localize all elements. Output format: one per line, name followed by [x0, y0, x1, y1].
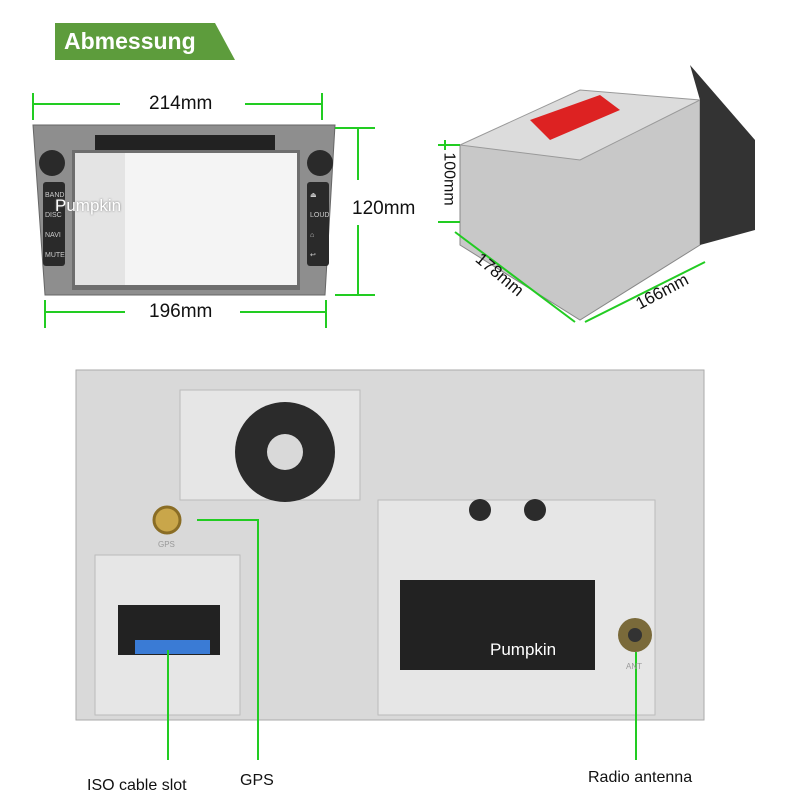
button-eject: ⏏ — [310, 192, 317, 199]
front-unit-image — [32, 124, 336, 296]
side-dimension-lines — [438, 140, 706, 323]
front-brand-watermark: Pumpkin — [55, 196, 122, 215]
gps-port-marking: GPS — [158, 540, 175, 549]
button-disc: DISC — [45, 212, 62, 219]
button-navi: NAVI — [45, 232, 61, 239]
dimension-front-width: 214mm — [145, 93, 217, 115]
button-home: ⌂ — [310, 232, 315, 239]
button-mute: MUTE — [45, 252, 65, 259]
button-band: BAND — [45, 192, 65, 199]
side-view-image — [458, 65, 755, 321]
back-brand-watermark: Pumpkin — [490, 640, 557, 659]
back-panel-image — [75, 369, 705, 721]
ant-port-marking: ANT — [626, 662, 642, 671]
section-title-banner: Abmessung — [55, 23, 235, 60]
callout-lines — [167, 519, 637, 760]
front-left-buttons: BAND DISC NAVI MUTE — [45, 186, 65, 266]
callout-gps: GPS — [240, 772, 274, 789]
dimension-side-height: 100mm — [440, 152, 458, 206]
front-right-buttons: ⏏ LOUD ⌂ ↩ — [310, 186, 329, 266]
front-dimension-lines — [32, 93, 375, 328]
dimension-bezel-width: 196mm — [145, 301, 217, 323]
callout-iso-cable-slot: ISO cable slot — [87, 777, 187, 794]
callout-radio-antenna: Radio antenna — [588, 769, 693, 786]
dimension-front-height: 120mm — [348, 198, 420, 220]
button-loud: LOUD — [310, 212, 330, 219]
button-back: ↩ — [310, 252, 316, 259]
